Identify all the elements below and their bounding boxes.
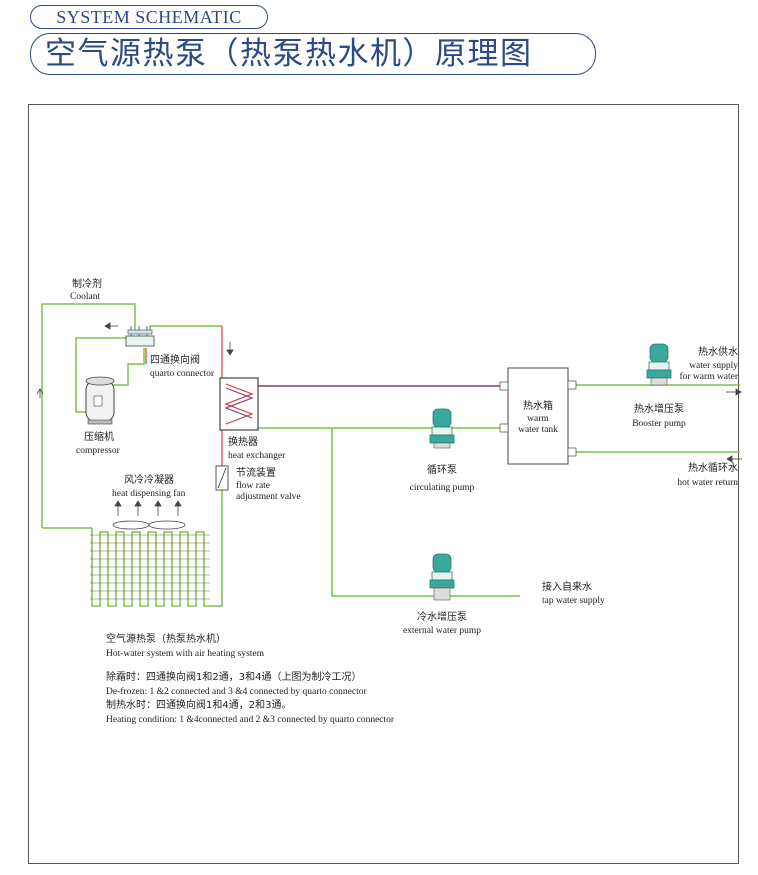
tap-label-zh: 接入自来水: [542, 582, 592, 593]
supply-label-en-1: water supply: [689, 361, 738, 371]
supply-label-en-2: for warm water: [679, 372, 738, 382]
tank-label-en-2: water tank: [518, 425, 558, 435]
circ-pump-label-zh: 循环泵: [427, 465, 457, 476]
compressor-label-zh: 压缩机: [84, 432, 114, 443]
warm-water-tank: [499, 367, 577, 465]
valve-to-exchanger-pipe: [149, 325, 222, 330]
ext-pump-label-zh: 冷水增压泵: [417, 612, 467, 623]
coolant-pipe-left: [41, 303, 136, 528]
exchanger-label-en: heat exchanger: [228, 451, 286, 461]
circulating-pump: [429, 408, 455, 449]
heating-note-en: Heating condition: 1 &4connected and 2 &…: [106, 715, 395, 725]
flow-rate-valve: [215, 465, 229, 491]
fan-label-en: heat dispensing fan: [112, 489, 186, 499]
coolant-label-zh: 制冷剂: [72, 279, 102, 290]
quarto-connector-valve: [125, 326, 155, 347]
fan-label-zh: 风冷冷凝器: [124, 475, 174, 486]
title-zh-badge: 空气源热泵（热泵热水机）原理图: [30, 33, 596, 75]
system-note-en: Hot-water system with air heating system: [106, 649, 265, 659]
booster-pump: [646, 343, 672, 386]
defrost-note-en: De-frozen: 1 &2 connected and 3 &4 conne…: [106, 687, 367, 697]
condenser-coil: [91, 490, 223, 607]
throttle-label-zh: 节流装置: [236, 468, 276, 479]
supply-label-zh: 热水供水: [698, 347, 738, 358]
compressor-discharge-pipe: [110, 348, 145, 386]
exchanger-label-zh: 换热器: [228, 437, 258, 448]
compressor-label-en: compressor: [76, 446, 120, 456]
return-label-en: hot water return: [677, 478, 738, 488]
system-note-zh: 空气源热泵（热泵热水机）: [106, 634, 226, 645]
defrost-note-zh: 除霜时：四通换向阀1和2通，3和4通（上图为制冷工况）: [106, 672, 362, 683]
tap-label-en: tap water supply: [542, 596, 605, 606]
return-label-zh: 热水循环水: [688, 463, 738, 474]
booster-pump-label-zh: 热水增压泵: [634, 404, 684, 415]
tank-label-zh: 热水箱: [523, 401, 553, 412]
valve-label-en: quarto connector: [150, 369, 215, 379]
throttle-label-en-1: flow rate: [236, 481, 271, 491]
external-water-pump: [429, 553, 455, 601]
flow-arrows: [36, 322, 742, 463]
ext-pump-label-en: external water pump: [402, 626, 482, 636]
refrigerant-loop: [41, 303, 740, 607]
condenser-fins: [90, 534, 210, 600]
airflow-arrows: [114, 500, 182, 516]
title-en-badge: SYSTEM SCHEMATIC: [30, 5, 268, 29]
coolant-label-en: Coolant: [70, 292, 101, 302]
valve-label-zh: 四通换向阀: [150, 355, 200, 366]
heating-note-zh: 制热水时：四通换向阀1和4通，2和3通。: [106, 700, 292, 711]
fan-blades: [112, 520, 186, 530]
diagram-frame: [28, 104, 739, 864]
compressor-suction-pipe: [75, 337, 128, 413]
compressor: [85, 376, 115, 425]
throttle-label-en-2: adjustment valve: [236, 492, 301, 502]
refrigerant-red-line: [145, 326, 223, 466]
heat-exchanger: [219, 377, 259, 431]
cold-water-pipe: [331, 428, 520, 597]
booster-pump-label-en: Booster pump: [632, 419, 686, 429]
tank-label-en-1: warm: [527, 414, 549, 424]
circ-pump-label-en: circulating pump: [409, 483, 475, 493]
